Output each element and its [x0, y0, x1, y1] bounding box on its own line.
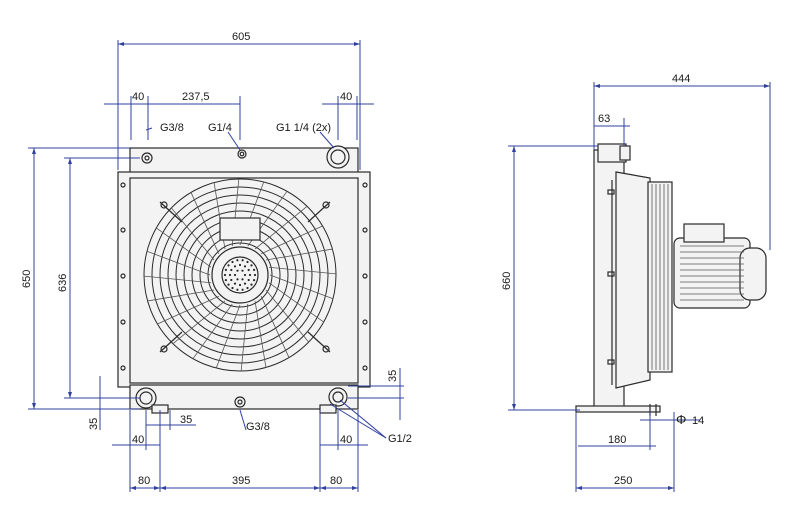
dim-foot-length: 250 — [614, 475, 632, 487]
dim-bottom-offset: 35 — [88, 418, 100, 430]
dim-foot-right: 80 — [330, 475, 342, 487]
dim-bottom-right-inset: 40 — [340, 434, 352, 446]
dim-foot-slot: 180 — [608, 434, 626, 446]
dim-hole-diameter: 14 — [692, 415, 704, 427]
side-dimension-lines — [508, 82, 771, 492]
port-bottom-center — [234, 396, 246, 408]
dim-overall-width: 605 — [232, 31, 250, 43]
label-port-top-center: G1/4 — [208, 122, 232, 134]
port-top-center — [237, 149, 247, 159]
dim-bottom-right-offset: 35 — [387, 370, 399, 382]
motor-terminal-box — [219, 217, 261, 241]
dim-bottom-left-inset: 40 — [132, 434, 144, 446]
port-top-left — [141, 152, 153, 164]
label-port-bottom-center: G3/8 — [246, 421, 270, 433]
motor-hub — [211, 246, 269, 304]
label-port-bottom-right: G1/2 — [388, 433, 412, 445]
dim-bottom-port-offset: 35 — [180, 414, 192, 426]
dim-side-height: 660 — [501, 272, 513, 290]
motor-vent-dots — [223, 259, 257, 291]
motor-hub-inner — [221, 256, 259, 294]
dim-flange-depth: 63 — [598, 113, 610, 125]
fan-grille — [143, 178, 337, 372]
side-mount-holes — [120, 182, 368, 371]
dim-right-inset: 40 — [340, 91, 352, 103]
dim-port-spacing: 237,5 — [182, 91, 210, 103]
cooler-core — [129, 177, 359, 384]
front-view: 605 40 237,5 40 G3/8 G1/4 G1 1/4 (2x) 65… — [21, 31, 412, 492]
side-view: 444 63 660 180 250 Φ 14 — [501, 73, 771, 492]
dim-overall-depth: 444 — [672, 73, 690, 85]
dim-overall-height: 650 — [21, 270, 33, 288]
dim-foot-spacing: 395 — [232, 475, 250, 487]
side-motor-fins — [680, 245, 744, 301]
side-motor — [673, 237, 751, 309]
front-dimension-lines — [28, 40, 404, 492]
side-guard-lines — [651, 184, 669, 370]
dim-foot-left: 80 — [138, 475, 150, 487]
label-port-top-left: G3/8 — [160, 122, 184, 134]
side-motor-endcap — [739, 247, 767, 301]
label-port-top-right: G1 1/4 (2x) — [276, 122, 331, 134]
diameter-symbol: Φ — [676, 412, 686, 427]
side-motor-terminal — [683, 223, 725, 243]
side-shroud — [615, 171, 651, 389]
port-top-right — [326, 145, 350, 169]
foot-right — [319, 404, 337, 414]
dim-left-inset: 40 — [132, 91, 144, 103]
side-foot — [575, 405, 661, 413]
dim-core-height: 636 — [57, 274, 69, 292]
